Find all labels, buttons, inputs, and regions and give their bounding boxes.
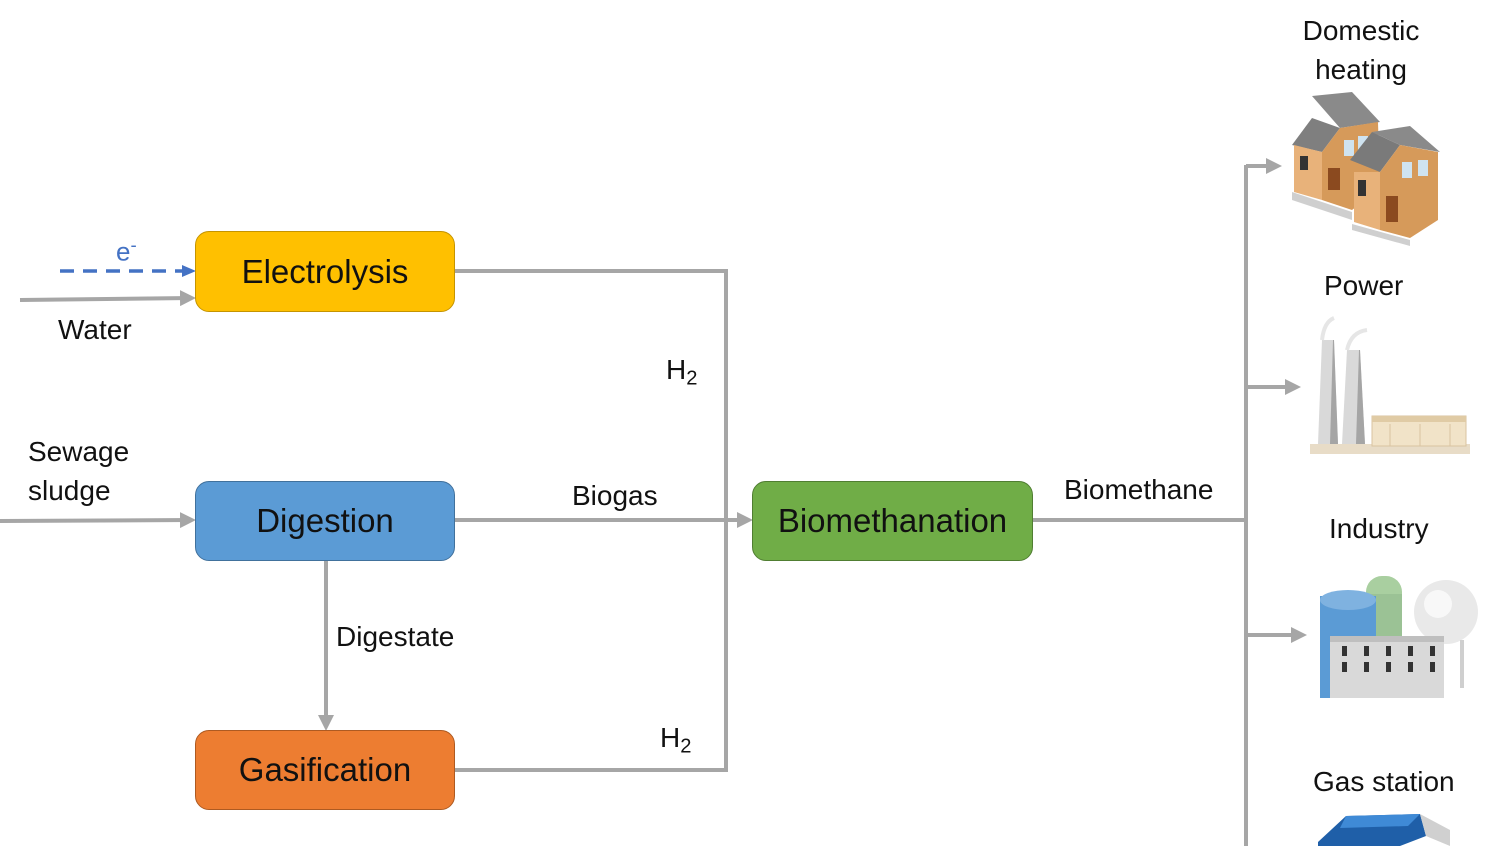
water-label: Water (58, 314, 132, 345)
digestion-box: Digestion (195, 481, 455, 561)
houses-icon (1292, 92, 1440, 246)
sludge-arrow (0, 512, 196, 529)
output-industry-label: Industry (1329, 513, 1429, 544)
h2-electrolysis-line (455, 269, 728, 520)
electron-label: e- (116, 234, 137, 267)
digestate-label: Digestate (336, 621, 455, 652)
h2-top-label: H2 (666, 354, 698, 390)
electrolysis-box: Electrolysis (195, 231, 455, 312)
biogas-label: Biogas (572, 480, 658, 511)
output-power-label: Power (1324, 270, 1404, 301)
gas-station-icon (1318, 814, 1450, 846)
sewage-sludge-label: Sewage sludge (28, 436, 130, 507)
power-plant-icon (1310, 316, 1470, 454)
biomethanation-label: Biomethanation (777, 502, 1008, 539)
h2-gasification-line (455, 520, 728, 772)
gasification-box: Gasification (195, 730, 455, 810)
water-arrow (19, 290, 196, 307)
gasification-label: Gasification (238, 751, 412, 788)
output-domestic-heating-label: Domestic heating (1302, 15, 1420, 86)
electrolysis-label: Electrolysis (241, 252, 409, 290)
h2-bottom-label: H2 (660, 722, 692, 758)
output-gas-station-label: Gas station (1313, 766, 1455, 797)
biomethane-label: Biomethane (1064, 474, 1214, 505)
biomethanation-box: Biomethanation (752, 481, 1033, 561)
factory-icon (1320, 576, 1478, 698)
digestion-label: Digestion (256, 502, 394, 539)
